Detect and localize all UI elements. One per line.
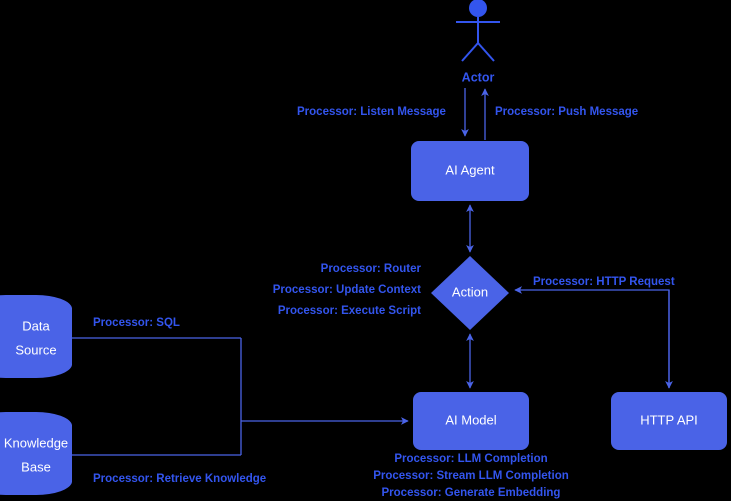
label-retrieve-knowledge: Processor: Retrieve Knowledge <box>93 473 266 485</box>
node-ai-model[interactable]: AI Model <box>413 392 529 450</box>
label-execute-script: Processor: Execute Script <box>278 305 421 317</box>
ai-model-label: AI Model <box>445 412 496 427</box>
ai-agent-label: AI Agent <box>445 162 495 177</box>
data-source-cylinder[interactable] <box>0 294 72 379</box>
actor-leg-left-icon <box>461 42 479 62</box>
label-sql: Processor: SQL <box>93 317 180 329</box>
node-action[interactable]: Action <box>431 256 509 330</box>
knowledge-base-label-line2: Base <box>21 459 51 474</box>
http-api-box[interactable] <box>611 392 727 450</box>
label-listen-message: Processor: Listen Message <box>297 106 446 118</box>
ai-agent-box[interactable] <box>411 141 529 201</box>
action-diamond[interactable] <box>431 256 509 330</box>
node-actor[interactable]: Actor <box>456 0 500 84</box>
knowledge-base-label-line1: Knowledge <box>4 435 68 450</box>
ai-model-box[interactable] <box>413 392 529 450</box>
action-label: Action <box>452 284 488 299</box>
label-push-message: Processor: Push Message <box>495 106 638 118</box>
node-ai-agent[interactable]: AI Agent <box>411 141 529 201</box>
data-source-label-line1: Data <box>22 318 50 333</box>
label-llm-completion: Processor: LLM Completion <box>394 453 547 465</box>
data-source-label-line2: Source <box>15 342 56 357</box>
node-http-api[interactable]: HTTP API <box>611 392 727 450</box>
label-http-request: Processor: HTTP Request <box>533 276 675 288</box>
actor-leg-right-icon <box>477 42 495 62</box>
node-knowledge-base[interactable]: Knowledge Base <box>0 411 72 496</box>
knowledge-base-cylinder[interactable] <box>0 411 72 496</box>
http-api-label: HTTP API <box>640 412 698 427</box>
label-router: Processor: Router <box>321 263 422 275</box>
actor-label: Actor <box>462 70 495 84</box>
label-stream-llm-completion: Processor: Stream LLM Completion <box>373 470 569 482</box>
label-generate-embedding: Processor: Generate Embedding <box>382 487 561 499</box>
edge-http-request-to-action <box>514 286 670 388</box>
label-update-context: Processor: Update Context <box>273 284 421 296</box>
actor-head-icon <box>469 0 487 17</box>
node-data-source[interactable]: Data Source <box>0 294 72 379</box>
